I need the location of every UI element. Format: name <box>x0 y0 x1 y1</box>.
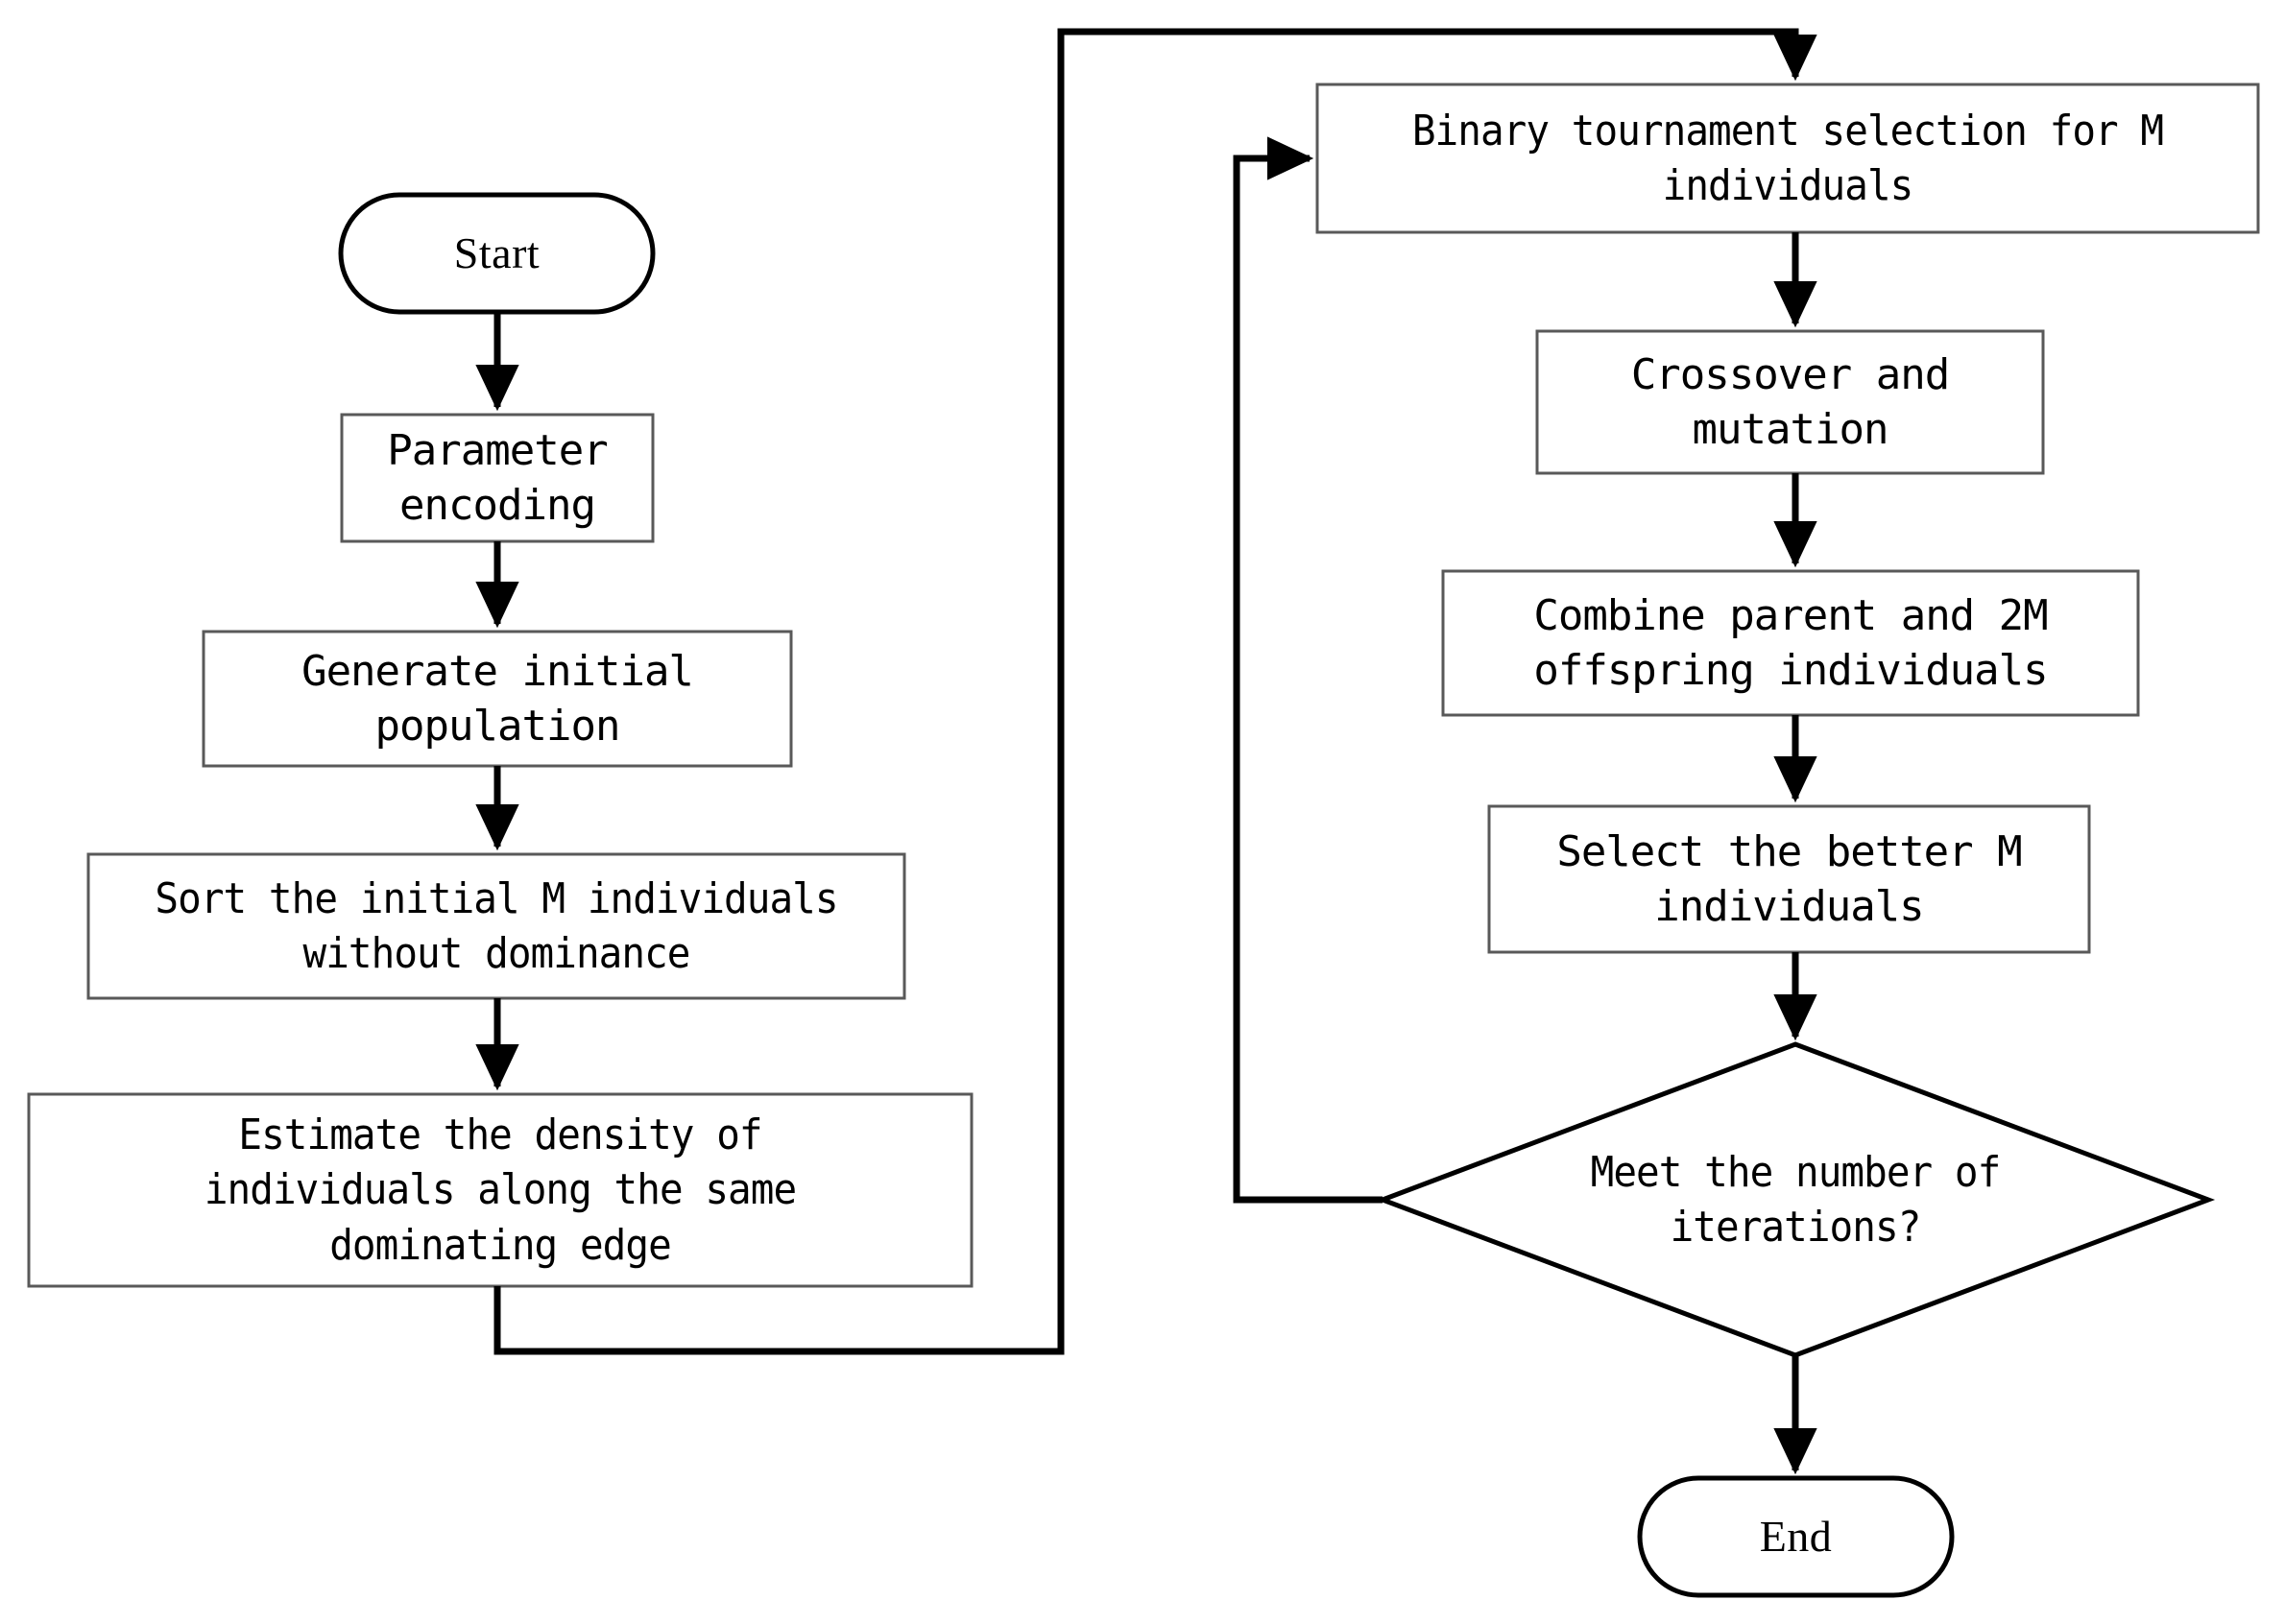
node-shape-meet-number-of-iterations <box>1375 1041 2216 1358</box>
edge-estimate-density-to-binary-tournament <box>493 28 1817 1355</box>
node-shape-parameter-encoding <box>340 413 655 543</box>
node-shape-generate-initial-population <box>202 630 793 768</box>
node-shape-combine-parent-offspring <box>1441 569 2140 717</box>
node-shape-select-better-m-individuals <box>1487 804 2091 954</box>
node-shape-end <box>1637 1475 1955 1598</box>
node-shape-sort-initial-m-individuals <box>86 852 906 1000</box>
node-shape-crossover-and-mutation <box>1535 329 2045 475</box>
node-shape-estimate-density <box>27 1092 974 1288</box>
edge-decision-no-loop-back <box>1233 136 1383 1204</box>
node-shape-start <box>338 192 656 315</box>
node-shape-binary-tournament-selection <box>1315 83 2260 234</box>
